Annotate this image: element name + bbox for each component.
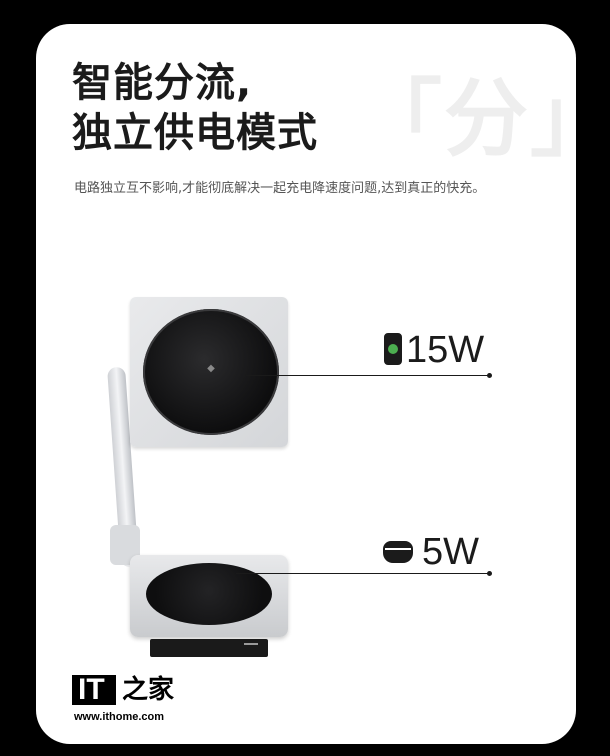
status-led [244, 643, 258, 645]
background-character: 「分」 [358, 70, 576, 168]
headline-line-1: 智能分流, [72, 60, 253, 106]
bottom-callout-dot [487, 571, 492, 576]
watermark-mark: IT [72, 674, 116, 706]
bottom-wattage-label: 5W [422, 531, 479, 573]
headline: 智能分流, 独立供电模式 [72, 58, 318, 158]
top-charging-pad: ◆ [130, 297, 288, 447]
top-wattage-label: 15W [406, 329, 485, 371]
headline-line-2: 独立供电模式 [72, 110, 318, 156]
ithome-watermark: IT 之家 www.ithome.com [72, 674, 182, 735]
phone-icon [384, 333, 402, 365]
top-charging-disc: ◆ [143, 309, 279, 435]
charger-illustration: ◆ [106, 289, 306, 657]
bottom-callout-line [236, 573, 488, 574]
watermark-glyph: 之家 [122, 675, 175, 705]
description: 电路独立互不影响,才能彻底解决一起充电降速度问题,达到真正的快充。 [74, 181, 486, 196]
base-foot-plate [150, 639, 268, 657]
product-card: 「分」 智能分流, 独立供电模式 电路独立互不影响,才能彻底解决一起充电降速度问… [36, 24, 576, 744]
top-callout-dot [487, 373, 492, 378]
earbuds-case-icon [383, 541, 413, 563]
watermark-url: www.ithome.com [74, 711, 165, 723]
brand-logo-icon: ◆ [207, 363, 215, 374]
top-callout-line [246, 375, 488, 376]
base-charging-pad [130, 555, 288, 637]
